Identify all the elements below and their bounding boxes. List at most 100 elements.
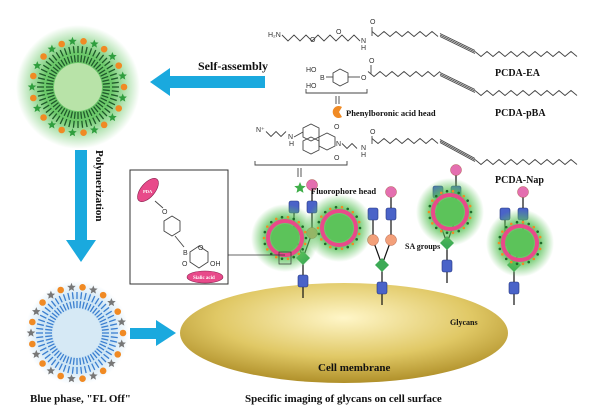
fluorophore-star-icon <box>47 120 57 129</box>
lipid-tail <box>84 302 89 310</box>
blue-phase-vesicle <box>25 281 129 385</box>
lipid-tail <box>85 110 90 118</box>
vesicle-head <box>445 231 449 235</box>
glycan-blue-square <box>385 207 397 221</box>
lipid-tail <box>72 46 75 54</box>
vesicle-head <box>509 260 513 264</box>
lipid-tail <box>87 303 92 311</box>
lipid-tail <box>97 66 104 72</box>
lipid-tail <box>55 51 61 59</box>
vesicle-head <box>328 207 332 211</box>
atom-label: O <box>182 261 188 268</box>
lipid-tail <box>80 55 83 63</box>
vesicle-head <box>469 210 473 214</box>
lipid-tail <box>104 60 111 67</box>
vesicle-head <box>328 245 332 249</box>
lipid-tail <box>71 366 74 374</box>
lipid-tail <box>106 104 114 110</box>
glycan-circle <box>385 186 397 198</box>
cell-membrane <box>180 283 508 383</box>
lipid-tail <box>47 303 54 310</box>
lipid-tail <box>59 305 65 313</box>
vesicle-head <box>462 226 466 230</box>
vesicle-head <box>501 230 504 233</box>
lipid-tail <box>41 350 49 356</box>
lipid-tail <box>100 356 107 363</box>
lipid-tail <box>51 54 58 61</box>
lipid-tail <box>46 89 54 92</box>
atom-label: B <box>320 75 325 82</box>
vesicle-head <box>274 217 278 221</box>
boronic-head-icon <box>29 318 36 326</box>
vesicle-head <box>351 242 355 246</box>
lipid-tail <box>87 355 92 363</box>
lipid-tail <box>51 348 58 354</box>
vesicle-head <box>297 252 301 256</box>
fluorophore-head-icon <box>294 182 306 193</box>
lipid-tail <box>49 345 57 351</box>
lipid-tail <box>89 353 95 361</box>
vesicle-head <box>427 210 431 214</box>
lipid-tail <box>50 359 57 366</box>
lipid-tail <box>100 72 108 77</box>
lipid-tail <box>67 366 71 374</box>
vesicle-head <box>320 215 323 218</box>
green-vesicle <box>16 25 140 149</box>
glycan-circle <box>450 164 462 176</box>
vesicle-head <box>538 247 542 251</box>
vesicle-head <box>301 225 304 228</box>
lipid-tail <box>95 115 101 123</box>
lipid-tail <box>89 305 95 313</box>
lipid-tail <box>110 336 118 339</box>
lipid-tail <box>107 347 115 352</box>
fluorophore-star-icon <box>118 93 127 102</box>
vesicle-head <box>536 253 539 256</box>
blue-phase-label: Blue phase, "FL Off" <box>30 393 131 405</box>
atom-label: N <box>361 38 366 45</box>
lipid-tail <box>107 314 115 319</box>
lipid-tail <box>99 318 107 323</box>
lipid-tail <box>55 115 61 123</box>
glycan-green-diamond <box>375 258 389 272</box>
lipid-tail <box>59 353 65 361</box>
lipid-tail <box>47 75 55 80</box>
vesicle-head <box>274 255 278 259</box>
boronic-head-icon <box>100 121 108 129</box>
lipid-tail <box>60 59 66 67</box>
lipid-tail <box>45 328 53 331</box>
lipid-tail <box>108 68 116 73</box>
boronic-head-icon <box>115 105 123 112</box>
sialic-acid-ellipse <box>186 270 224 284</box>
sa-groups-label: SA groups <box>405 242 440 251</box>
lipid-tail <box>44 306 51 313</box>
alkyl-chain <box>367 70 441 78</box>
lipid-tail <box>58 363 63 371</box>
lipid-tail <box>97 315 105 321</box>
atom-label: O <box>370 19 376 26</box>
atom-label: B <box>183 250 188 257</box>
lipid-tail <box>62 364 67 372</box>
lipid-tail <box>109 72 117 77</box>
vesicle-head <box>355 238 358 241</box>
vesicle-head <box>466 199 469 202</box>
glycan-blue-square <box>508 281 520 295</box>
lipid-tail <box>45 325 53 329</box>
triple-bond <box>439 33 476 51</box>
vesicle-head <box>428 216 432 220</box>
alkyl-chain <box>281 34 361 42</box>
vesicle-head <box>269 252 273 256</box>
vesicle-head <box>497 241 501 245</box>
lipid-tail <box>79 301 82 309</box>
vesicle-core <box>54 63 102 111</box>
lipid-tail <box>92 49 97 57</box>
lipid-tail <box>71 292 74 300</box>
atom-label: N <box>361 145 366 152</box>
polymerization-arrow <box>66 150 96 262</box>
vesicle-head <box>515 262 519 266</box>
boronic-head-icon <box>57 286 64 294</box>
vesicle-head <box>351 210 355 214</box>
alkyl-chain <box>474 50 578 58</box>
lipid-tail <box>73 55 76 63</box>
lipid-tail <box>83 292 87 300</box>
to-cell-arrow <box>130 320 176 346</box>
